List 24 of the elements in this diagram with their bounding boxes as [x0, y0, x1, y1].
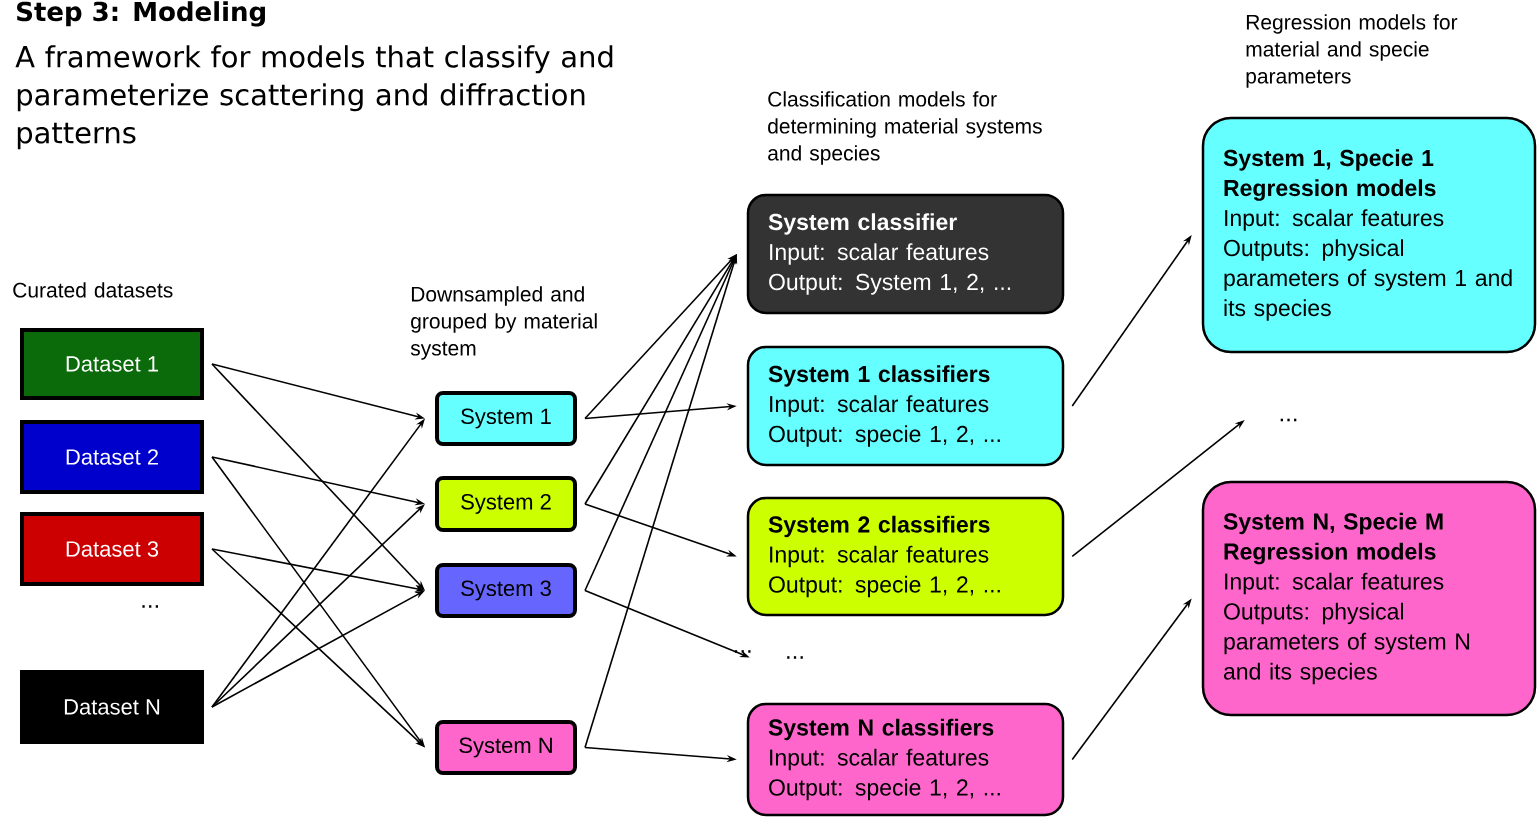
column-heading: Regression models for material and specie parameters — [1246, 14, 1458, 88]
title: Step 3: Modeling — [17, 1, 265, 27]
classifier-box: System N classifiers Input: scalar features Output: specie 1, 2, ... — [746, 702, 1065, 817]
column-heading: Curated datasets — [13, 282, 173, 298]
subtitle: A framework for models that classify and parameterize scattering and diffraction patterns — [15, 45, 613, 150]
ellipsis: ... — [142, 605, 158, 608]
ellipsis: ... — [787, 656, 803, 659]
column-heading: Classification models for determining material systems and species — [768, 91, 1042, 165]
regression-box: System N, Specie M Regression models Input: scalar features Outputs: physical parameters of system N and its species — [1201, 480, 1537, 717]
classifier-box: System 1 classifiers Input: scalar features Output: specie 1, 2, ... — [746, 345, 1065, 467]
regression-box: System 1, Specie 1 Regression models Input: scalar features Outputs: physical parameters of system 1 and its species — [1201, 116, 1537, 354]
system-box: System 3 — [435, 563, 577, 618]
classifier-box: System 2 classifiers Input: scalar features Output: specie 1, 2, ... — [746, 496, 1065, 617]
classifier-box: System classifier Input: scalar features Output: System 1, 2, ... — [746, 193, 1065, 315]
dataset-box: Dataset 2 — [20, 420, 204, 494]
system-box: System N — [435, 720, 577, 775]
system-box: System 1 — [435, 391, 577, 446]
ellipsis: ... — [1280, 418, 1297, 422]
dataset-box: Dataset 3 — [20, 512, 204, 586]
column-heading: Downsampled and grouped by material system — [410, 286, 597, 360]
arrow — [211, 504, 425, 708]
system-box: System 2 — [435, 476, 577, 532]
dataset-box: Dataset 1 — [20, 328, 204, 400]
dataset-box: Dataset N — [20, 670, 204, 744]
